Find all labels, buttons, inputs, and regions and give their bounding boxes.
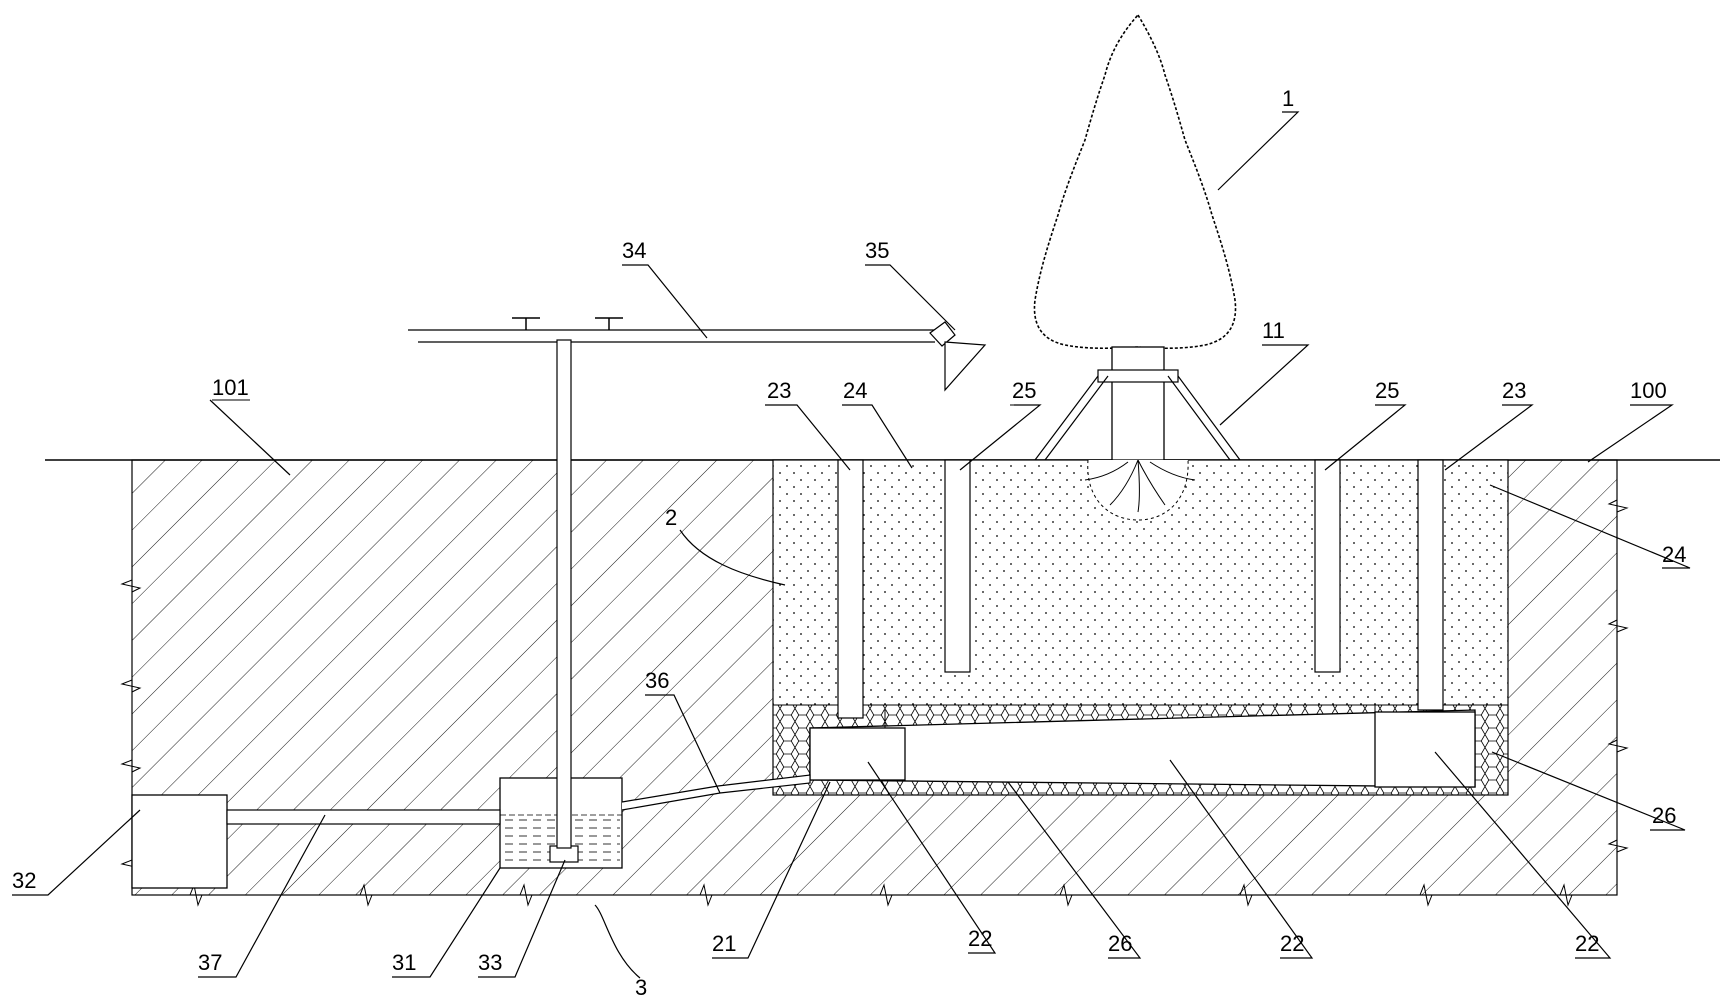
label-34: 34 (622, 238, 646, 263)
tree-support (1034, 375, 1241, 461)
tree-collar (1097, 369, 1179, 383)
spray-pipe (408, 317, 987, 392)
connecting-pipe (621, 774, 811, 811)
riser-pipe (556, 339, 572, 849)
label-101: 101 (212, 375, 249, 400)
label-22-left: 22 (968, 926, 992, 951)
nozzle (929, 321, 956, 347)
label-25-left: 25 (1012, 378, 1036, 403)
label-24-right: 24 (1662, 542, 1686, 567)
label-23-right: 23 (1502, 378, 1526, 403)
vertical-pipes (837, 459, 1444, 719)
label-21: 21 (712, 931, 736, 956)
drainage-pipe (809, 705, 1476, 788)
roots (1084, 459, 1196, 513)
label-2: 2 (665, 505, 677, 530)
label-33: 33 (478, 950, 502, 975)
label-3: 3 (635, 975, 647, 1000)
label-26-right: 26 (1652, 803, 1676, 828)
nozzle-cone (944, 341, 987, 392)
label-22-right: 22 (1575, 931, 1599, 956)
label-22-middle: 22 (1280, 931, 1304, 956)
label-23-left: 23 (767, 378, 791, 403)
label-100: 100 (1630, 378, 1667, 403)
label-26-bottom: 26 (1108, 931, 1132, 956)
tree (1033, 13, 1241, 521)
tank-pipe (226, 809, 501, 825)
label-underlines (12, 111, 1690, 978)
label-24-top: 24 (843, 378, 867, 403)
label-32: 32 (12, 868, 36, 893)
tree-trunk (1111, 346, 1165, 461)
label-35: 35 (865, 238, 889, 263)
label-25-right: 25 (1375, 378, 1399, 403)
collection-well (499, 777, 623, 869)
label-37: 37 (198, 950, 222, 975)
tree-crown (1033, 13, 1237, 350)
label-11: 11 (1262, 318, 1285, 343)
root-ball (1087, 459, 1189, 521)
label-31: 31 (392, 950, 416, 975)
storage-tank (131, 794, 228, 889)
label-36: 36 (645, 668, 669, 693)
label-1: 1 (1282, 86, 1294, 111)
labels: 1 11 34 35 101 23 24 25 25 23 100 2 24 3… (12, 86, 1686, 1000)
